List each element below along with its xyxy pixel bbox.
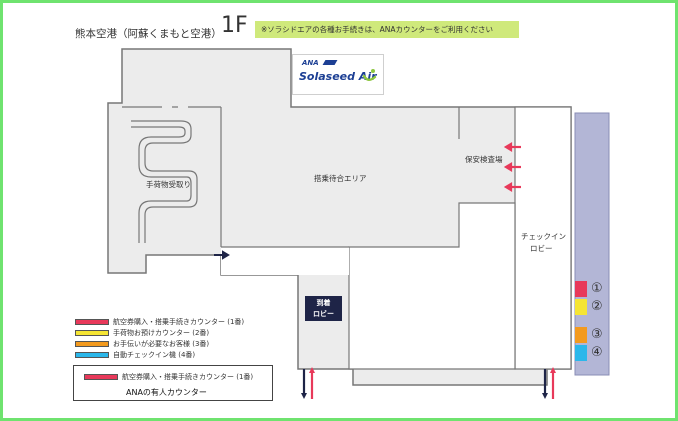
legend-item-3: お手伝いが必要なお客様 (3番)	[75, 339, 209, 349]
entrance-arrows-right	[542, 367, 556, 399]
page-title: 熊本空港（阿蘇くまもと空港）	[75, 28, 222, 40]
counter-1-block	[575, 281, 587, 297]
legend-box-item: 航空券購入・搭乗手続きカウンター (1番)	[122, 373, 254, 381]
counter-4-number: ④	[591, 345, 603, 360]
legend-box-caption: ANAの有人カウンター	[126, 388, 207, 397]
legend-box-row: 航空券購入・搭乗手続きカウンター (1番)	[84, 372, 253, 382]
legend-item-2: 手荷物お預けカウンター (2番)	[75, 328, 209, 338]
smile-logo-icon	[362, 69, 377, 81]
entrance-arrows-left	[301, 367, 315, 399]
solaseed-air-logo: ANA Solaseed Air	[292, 54, 384, 95]
counter-2-block	[575, 299, 587, 315]
legend-label-4: 自動チェックイン機 (4番)	[113, 351, 196, 359]
security-check-label: 保安検査場	[465, 155, 503, 164]
legend-item-1: 航空券購入・搭乗手続きカウンター (1番)	[75, 317, 244, 327]
legend-swatch-yellow	[75, 330, 109, 336]
legend-swatch-red	[75, 319, 109, 325]
legend-swatch-blue	[75, 352, 109, 358]
arrival-lobby-label-1: 到着	[316, 299, 331, 307]
legend-label-2: 手荷物お預けカウンター (2番)	[113, 329, 210, 337]
arrival-lobby-sign: 到着 ロビー	[305, 296, 342, 321]
boarding-waiting-label: 搭乗待合エリア	[314, 174, 367, 183]
arrival-corridor-zone	[348, 202, 516, 370]
arrival-lobby-label-2: ロビー	[313, 310, 334, 318]
checkin-lobby-label-2: ロビー	[530, 244, 553, 253]
solaseed-logo-text: Solaseed Air	[299, 70, 377, 83]
counter-4-block	[575, 345, 587, 361]
baggage-carousel	[131, 120, 198, 243]
legend-item-4: 自動チェックイン機 (4番)	[75, 350, 195, 360]
ana-stripe-icon	[322, 60, 338, 65]
ana-counter-legend-box: 航空券購入・搭乗手続きカウンター (1番) ANAの有人カウンター	[73, 365, 273, 401]
floor-map	[107, 48, 610, 399]
legend-swatch-orange	[75, 341, 109, 347]
counter-3-number: ③	[591, 327, 603, 342]
notice-banner: ※ソラシドエアの各種お手続きは、ANAカウンターをご利用ください	[255, 21, 519, 38]
counter-2-number: ②	[591, 299, 603, 314]
lower-left-zone	[221, 247, 349, 275]
baggage-claim-label: 手荷物受取り	[146, 180, 191, 189]
counter-1-number: ①	[591, 281, 603, 296]
checkin-lobby-label-1: チェックイン	[521, 232, 566, 241]
security-arrow-group	[503, 142, 521, 192]
baggage-carousel-inner	[131, 126, 192, 243]
ana-logo-text: ANA	[302, 59, 319, 67]
legend-label-3: お手伝いが必要なお客様 (3番)	[113, 340, 210, 348]
floor-label: 1F	[221, 13, 248, 38]
legend-label-1: 航空券購入・搭乗手続きカウンター (1番)	[113, 318, 245, 326]
legend-box-swatch	[84, 374, 118, 380]
counter-3-block	[575, 327, 587, 343]
exit-arrow	[214, 250, 230, 260]
